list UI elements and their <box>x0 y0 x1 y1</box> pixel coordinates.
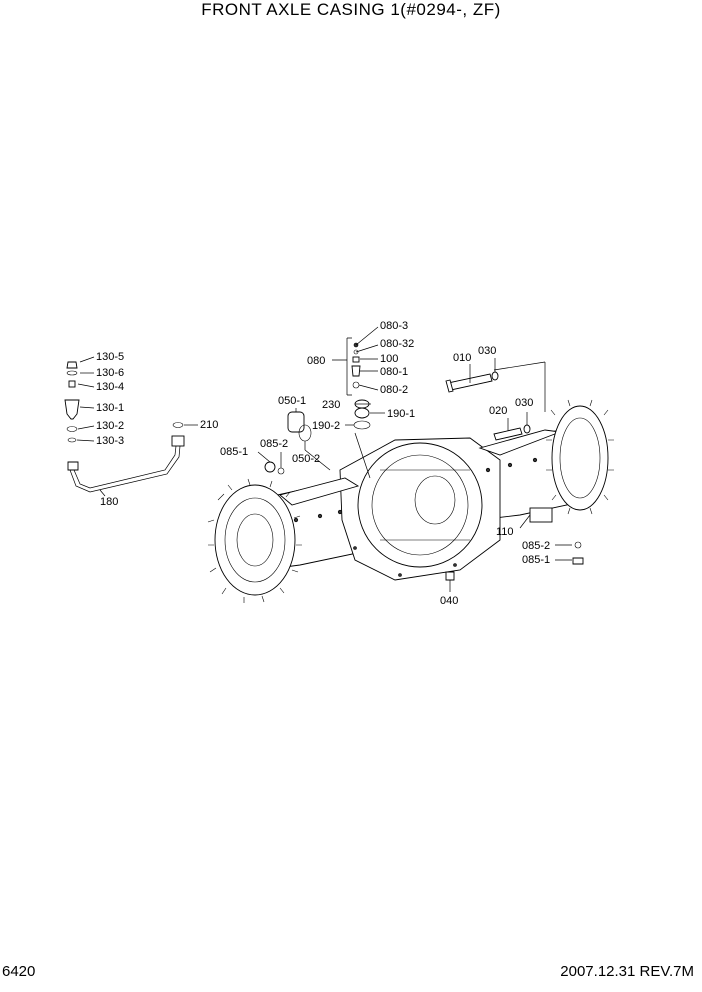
page-number: 6420 <box>2 963 36 980</box>
callout-130-3: 130-3 <box>96 435 124 447</box>
callout-180: 180 <box>100 496 118 508</box>
callout-080-32: 080-32 <box>380 338 414 350</box>
callout-050-1: 050-1 <box>278 395 306 407</box>
callout-190-1: 190-1 <box>387 408 415 420</box>
callout-130-6: 130-6 <box>96 367 124 379</box>
callout-030-lower: 030 <box>515 397 533 409</box>
callout-130-2: 130-2 <box>96 420 124 432</box>
callout-080-2: 080-2 <box>380 384 408 396</box>
breather-assembly <box>332 337 361 396</box>
callout-030-upper: 030 <box>478 345 496 357</box>
page-title: FRONT AXLE CASING 1(#0294-, ZF) <box>201 0 501 19</box>
revision-date: 2007.12.31 REV.7M <box>560 963 694 980</box>
callout-080-1: 080-1 <box>380 366 408 378</box>
left-wheel-flange <box>207 478 302 603</box>
callout-085-1-right: 085-1 <box>522 554 550 566</box>
callout-085-1-left: 085-1 <box>220 446 248 458</box>
breather-hose <box>67 422 185 493</box>
callout-210: 210 <box>200 419 218 431</box>
callout-085-2-left: 085-2 <box>260 438 288 450</box>
callout-130-5: 130-5 <box>96 351 124 363</box>
callout-085-2-right: 085-2 <box>522 540 550 552</box>
callout-190-2: 190-2 <box>312 420 340 432</box>
callout-110: 110 <box>496 526 514 538</box>
callout-010: 010 <box>453 352 471 364</box>
callout-100: 100 <box>380 353 398 365</box>
callout-020: 020 <box>489 405 507 417</box>
axle-casing <box>207 399 614 603</box>
callout-050-2: 050-2 <box>292 453 320 465</box>
right-wheel-flange <box>546 399 614 515</box>
breather-stack-130 <box>64 361 80 443</box>
callout-080: 080 <box>307 355 325 367</box>
callout-230: 230 <box>322 399 340 411</box>
callout-130-1: 130-1 <box>96 402 124 414</box>
callout-130-4: 130-4 <box>96 381 124 393</box>
callout-080-3: 080-3 <box>380 320 408 332</box>
callout-040: 040 <box>440 595 458 607</box>
